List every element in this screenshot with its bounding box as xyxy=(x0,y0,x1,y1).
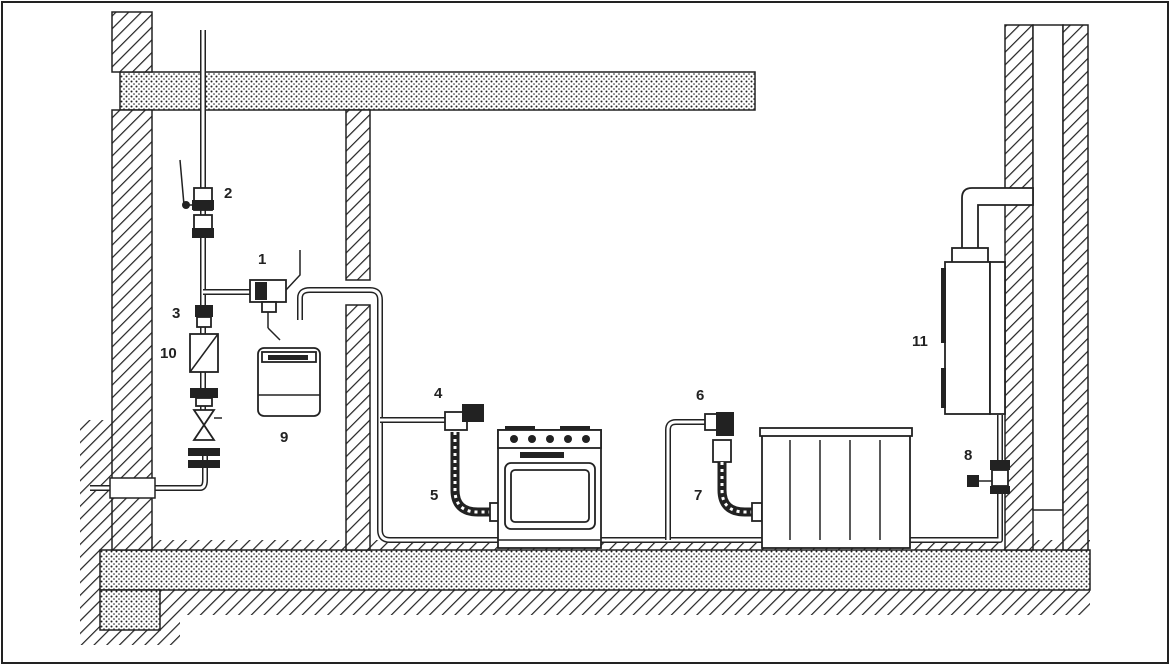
interior-wall xyxy=(345,109,371,551)
heater-shutoff-tap xyxy=(704,412,734,436)
main-shutoff-valve xyxy=(179,159,214,238)
pipe-union xyxy=(195,305,213,328)
left-outer-wall xyxy=(111,11,153,551)
wall-boiler xyxy=(941,187,1034,415)
label-2: 2 xyxy=(224,185,232,202)
floor-slab xyxy=(99,549,1091,631)
component-labels: 1 2 3 4 5 6 7 8 9 10 11 xyxy=(160,185,972,504)
regulator-valve xyxy=(249,250,301,341)
heater-flexible-hose xyxy=(712,439,763,522)
gas-cooker xyxy=(497,426,602,549)
label-7: 7 xyxy=(694,487,702,504)
wall-sleeve xyxy=(109,477,156,499)
label-9: 9 xyxy=(280,429,288,446)
label-3: 3 xyxy=(172,305,180,322)
label-8: 8 xyxy=(964,447,972,464)
label-6: 6 xyxy=(696,387,704,404)
gas-meter xyxy=(257,347,321,417)
right-wall-flue xyxy=(1004,24,1089,551)
insulating-flange xyxy=(188,388,222,468)
ceiling-slab xyxy=(119,71,756,111)
label-10: 10 xyxy=(160,345,177,362)
label-4: 4 xyxy=(434,385,443,402)
gas-filter xyxy=(189,333,219,373)
gas-space-heater xyxy=(759,427,913,549)
label-5: 5 xyxy=(430,487,438,504)
label-11: 11 xyxy=(912,333,928,350)
cooker-flexible-hose xyxy=(450,432,501,522)
cooker-shutoff-tap xyxy=(444,404,484,431)
label-1: 1 xyxy=(258,251,266,268)
boiler-shutoff-valve xyxy=(967,460,1010,494)
